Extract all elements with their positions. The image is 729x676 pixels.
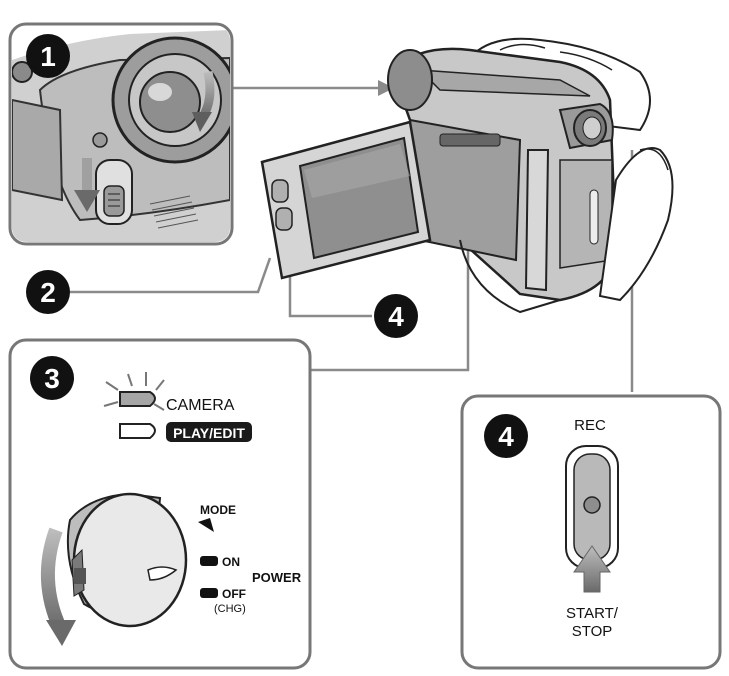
callout-line-2 bbox=[70, 257, 272, 294]
step-1-number: 1 bbox=[40, 41, 56, 72]
play-edit-badge bbox=[166, 422, 252, 442]
step-3-badge bbox=[30, 356, 74, 400]
mode-pointer-icon bbox=[198, 518, 214, 532]
step-2-number: 2 bbox=[40, 277, 56, 308]
step-4-badge-center bbox=[374, 294, 418, 338]
on-label: ON bbox=[222, 555, 240, 569]
press-up-arrow-icon bbox=[573, 545, 611, 593]
panel-step-3: 3 CAMERA PLAY/EDIT bbox=[8, 338, 312, 670]
camera-lamp-icon bbox=[103, 372, 165, 411]
camcorder-illustration bbox=[260, 37, 674, 314]
power-label: POWER bbox=[252, 570, 302, 585]
callout-line-4a bbox=[288, 275, 372, 318]
step-2-badge bbox=[26, 270, 70, 314]
step-4-badge bbox=[484, 414, 528, 458]
start-label: START/ bbox=[566, 605, 619, 622]
rec-label: REC bbox=[574, 417, 606, 434]
off-pointer-icon bbox=[200, 588, 218, 598]
callout-arrowhead-1 bbox=[378, 80, 394, 96]
mode-label: MODE bbox=[200, 503, 236, 517]
chg-label: (CHG) bbox=[214, 603, 246, 615]
step-1-badge bbox=[26, 34, 70, 78]
panel-step-1: 1 bbox=[8, 22, 234, 246]
step-3-number: 3 bbox=[44, 363, 60, 394]
play-edit-label: PLAY/EDIT bbox=[173, 425, 245, 441]
play-edit-lamp-icon bbox=[119, 423, 156, 439]
step-4-number: 4 bbox=[498, 421, 514, 452]
on-pointer-icon bbox=[200, 556, 218, 566]
off-label: OFF bbox=[222, 587, 246, 601]
rotate-arrow-icon bbox=[40, 527, 76, 646]
start-stop-button-icon bbox=[565, 445, 619, 569]
camera-label: CAMERA bbox=[166, 397, 235, 414]
stop-label: STOP bbox=[572, 623, 613, 640]
panel-step-4: 4 REC START/ STOP bbox=[460, 394, 722, 670]
step-4-number-center: 4 bbox=[388, 301, 404, 332]
power-dial bbox=[66, 492, 188, 628]
